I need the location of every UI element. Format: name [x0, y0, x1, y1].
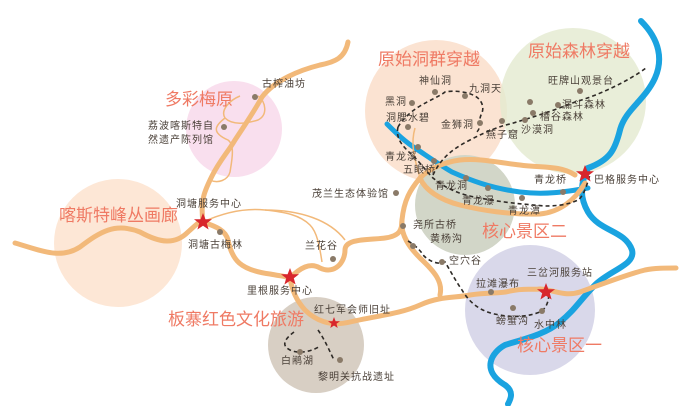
- poi-qinglongpu[interactable]: 青龙瀑: [462, 196, 495, 207]
- poi-maolan-museum[interactable]: 茂兰生态体验馆: [312, 189, 389, 200]
- zone-circle-hexin1: [465, 245, 595, 375]
- zone-circle-kasite: [54, 179, 182, 307]
- poi-qinglongtan[interactable]: 青龙潭: [508, 206, 541, 217]
- poi-jiudongtian[interactable]: 九洞天: [469, 84, 502, 95]
- poi-limingguan[interactable]: 黎明关抗战遗址: [318, 372, 395, 383]
- service-center-dongtang[interactable]: 洞塘服务中心: [176, 199, 242, 210]
- zone-label-duocai: 多彩梅原: [165, 90, 233, 110]
- zone-label-dongqun: 原始洞群穿越: [378, 50, 480, 70]
- poi-latan-pubu[interactable]: 拉滩瀑布: [476, 279, 520, 290]
- poi-dongtang-meilin[interactable]: 洞塘古梅林: [188, 240, 243, 251]
- poi-dongsaishuibi[interactable]: 洞腮水碧: [386, 113, 430, 124]
- zone-label-senlin: 原始森林穿越: [528, 42, 630, 62]
- star-icon: [537, 283, 555, 300]
- zone-label-hexin2: 核心景区二: [482, 222, 567, 242]
- poi-hongqijun[interactable]: 红七军会师旧址: [314, 305, 391, 316]
- poi-dots: [217, 88, 583, 363]
- poi-qinglongxi[interactable]: 青龙溪: [385, 152, 418, 163]
- poi-caogu-senlin[interactable]: 槽谷森林: [540, 112, 584, 123]
- river-branch: [384, 121, 591, 196]
- zone-label-kasite: 喀斯特峰丛画廊: [59, 206, 178, 226]
- poi-yanziku[interactable]: 燕子窟: [486, 130, 519, 141]
- poi-heidong[interactable]: 黑洞: [385, 97, 407, 108]
- poi-qinglongdong[interactable]: 青龙洞: [435, 181, 468, 192]
- service-center-bage[interactable]: 巴格服务中心: [594, 175, 660, 186]
- poi-shenxiandong[interactable]: 神仙洞: [419, 76, 452, 87]
- poi-lanhuagu[interactable]: 兰花谷: [305, 241, 338, 252]
- star-icon: [328, 317, 340, 328]
- poi-guzhayoufang[interactable]: 古榨油坊: [262, 79, 306, 90]
- poi-libo-museum[interactable]: 荔波喀斯特自 然遗产陈列馆: [148, 121, 214, 146]
- roads: [12, 39, 679, 327]
- poi-jinshidong[interactable]: 金狮洞: [441, 120, 474, 131]
- service-center-stars: [194, 165, 594, 328]
- poi-wuyanqiao[interactable]: 五眼桥: [403, 165, 436, 176]
- service-center-ligen[interactable]: 里根服务中心: [247, 286, 313, 297]
- poi-loudou-senlin[interactable]: 漏斗森林: [562, 100, 606, 111]
- poi-pangxiegou[interactable]: 螃蟹沟: [496, 316, 529, 327]
- river: [487, 18, 663, 406]
- poi-shamodong[interactable]: 沙漠洞: [521, 125, 554, 136]
- zone-label-hexin1: 核心景区一: [517, 336, 602, 356]
- poi-shuizhonglin[interactable]: 水中林: [534, 320, 567, 331]
- zone-circle-senlin: [500, 28, 646, 174]
- zone-circle-banzhai: [268, 297, 364, 393]
- minor-roads: [202, 95, 421, 263]
- service-center-sanchahe[interactable]: 三岔河服务站: [527, 268, 593, 279]
- star-icon: [576, 165, 594, 182]
- star-icon: [281, 268, 299, 285]
- poi-baixianhu[interactable]: 白鹇湖: [281, 356, 314, 367]
- walking-trails: [283, 67, 647, 361]
- zone-label-banzhai: 板寨红色文化旅游: [168, 310, 304, 330]
- poi-wangpaishan[interactable]: 旺牌山观景台: [548, 76, 614, 87]
- zone-circle-dongqun: [365, 40, 507, 182]
- poi-huangyanggou[interactable]: 黄杨沟: [430, 234, 463, 245]
- poi-qinglongqiao[interactable]: 青龙桥: [534, 175, 567, 186]
- star-icon: [194, 213, 212, 230]
- poi-kongxuegu[interactable]: 空穴谷: [449, 256, 482, 267]
- poi-yaosuo-guqiao[interactable]: 尧所古桥: [413, 220, 457, 231]
